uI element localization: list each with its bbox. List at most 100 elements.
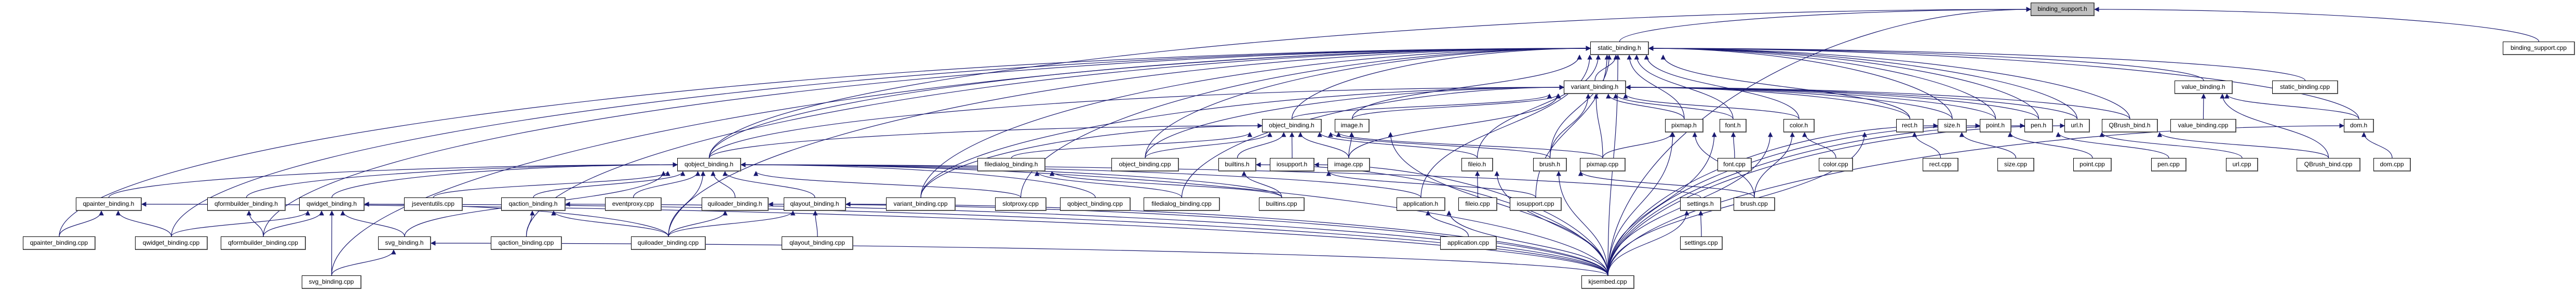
edge-kjsembed-cpp-to-font-h bbox=[1607, 132, 1717, 276]
node-rect-cpp[interactable]: rect.cpp bbox=[1923, 158, 1958, 171]
edge-qbrush-bind-cpp-to-qbrush-bind-h bbox=[2157, 132, 2329, 158]
node-color-cpp[interactable]: color.cpp bbox=[1819, 158, 1853, 171]
node-qformbuilder-binding-cpp[interactable]: qformbuilder_binding.cpp bbox=[221, 236, 306, 250]
node-dom-cpp[interactable]: dom.cpp bbox=[2373, 158, 2411, 171]
edge-qbrush-bind-cpp-to-value-binding-h bbox=[2220, 94, 2329, 158]
edge-rect-h-to-static-binding-h bbox=[1660, 55, 1911, 120]
node-variant-binding-cpp[interactable]: variant_binding.cpp bbox=[886, 197, 956, 211]
node-binding-support-h[interactable]: binding_support.h bbox=[2031, 3, 2095, 16]
node-quiloader-binding-h[interactable]: quiloader_binding.h bbox=[702, 197, 769, 211]
node-application-cpp[interactable]: application.cpp bbox=[1440, 236, 1497, 250]
edge-qaction-binding-h-to-qobject-binding-h bbox=[533, 171, 686, 198]
edge-kjsembed-cpp-to-qobject-binding-h bbox=[741, 162, 1608, 276]
node-brush-h[interactable]: brush.h bbox=[1533, 158, 1567, 171]
edge-slotproxy-cpp-to-qobject-binding-h bbox=[753, 171, 1022, 198]
node-qobject-binding-h[interactable]: qobject_binding.h bbox=[677, 158, 741, 171]
edge-object-binding-cpp-to-static-binding-h bbox=[1145, 46, 1591, 158]
edge-qpainter-binding-h-to-qobject-binding-h bbox=[108, 162, 678, 198]
edge-image-h-to-variant-binding-h bbox=[1351, 94, 1561, 120]
node-fileio-h[interactable]: fileio.h bbox=[1461, 158, 1493, 171]
node-qwidget-binding-h[interactable]: qwidget_binding.h bbox=[299, 197, 365, 211]
node-value-binding-cpp[interactable]: value_binding.cpp bbox=[2170, 119, 2236, 133]
edge-binding-support-cpp-to-binding-support-h bbox=[2094, 7, 2540, 42]
edge-quiloader-binding-cpp-to-static-binding-h bbox=[668, 46, 1591, 237]
edge-kjsembed-cpp-to-brush-h bbox=[1556, 171, 1608, 276]
node-qpainter-binding-cpp[interactable]: qpainter_binding.cpp bbox=[23, 236, 96, 250]
node-settings-cpp[interactable]: settings.cpp bbox=[1680, 236, 1723, 250]
node-font-cpp[interactable]: font.cpp bbox=[1718, 158, 1752, 171]
edge-builtins-cpp-to-filedialog-binding-h bbox=[1049, 171, 1282, 198]
edge-image-cpp-to-object-binding-h bbox=[1298, 132, 1349, 158]
node-quiloader-binding-cpp[interactable]: quiloader_binding.cpp bbox=[631, 236, 706, 250]
node-brush-cpp[interactable]: brush.cpp bbox=[1734, 197, 1775, 211]
node-point-cpp[interactable]: point.cpp bbox=[2073, 158, 2112, 171]
node-jseventutils-cpp[interactable]: jseventutils.cpp bbox=[404, 197, 463, 211]
node-iosupport-h[interactable]: iosupport.h bbox=[1270, 158, 1314, 171]
node-qlayout-binding-h[interactable]: qlayout_binding.h bbox=[784, 197, 846, 211]
node-qpainter-binding-h[interactable]: qpainter_binding.h bbox=[76, 197, 142, 211]
node-filedialog-binding-h[interactable]: filedialog_binding.h bbox=[977, 158, 1045, 171]
node-value-binding-h[interactable]: value_binding.h bbox=[2175, 81, 2233, 94]
edge-pixmap-cpp-to-pixmap-h bbox=[1602, 132, 1675, 158]
edge-pen-h-to-static-binding-h bbox=[1648, 46, 2040, 120]
edge-point-cpp-to-point-h bbox=[2007, 132, 2093, 158]
node-fileio-cpp[interactable]: fileio.cpp bbox=[1458, 197, 1497, 211]
node-binding-support-cpp[interactable]: binding_support.cpp bbox=[2503, 42, 2575, 55]
edge-pixmap-cpp-to-variant-binding-h bbox=[1593, 94, 1603, 158]
edge-kjsembed-cpp-to-qpainter-binding-h bbox=[141, 202, 1608, 276]
node-svg-binding-h[interactable]: svg_binding.h bbox=[378, 236, 431, 250]
edge-qwidget-binding-h-to-qobject-binding-h bbox=[331, 162, 678, 198]
node-pixmap-h[interactable]: pixmap.h bbox=[1665, 119, 1703, 133]
edge-pixmap-h-to-static-binding-h bbox=[1627, 55, 1685, 120]
node-url-h[interactable]: url.h bbox=[2064, 119, 2090, 133]
node-qbrush-bind-h[interactable]: QBrush_bind.h bbox=[2102, 119, 2158, 133]
node-static-binding-cpp[interactable]: static_binding.cpp bbox=[2272, 81, 2338, 94]
node-dom-h[interactable]: dom.h bbox=[2344, 119, 2374, 133]
edge-url-cpp-to-url-h bbox=[2099, 132, 2243, 158]
node-qaction-binding-cpp[interactable]: qaction_binding.cpp bbox=[491, 236, 562, 250]
node-object-binding-cpp[interactable]: object_binding.cpp bbox=[1111, 158, 1179, 171]
edge-pixmap-cpp-to-object-binding-h bbox=[1336, 132, 1603, 158]
node-size-h[interactable]: size.h bbox=[1938, 119, 1967, 133]
edge-svg-binding-h-to-qwidget-binding-h bbox=[340, 210, 405, 237]
node-color-h[interactable]: color.h bbox=[1783, 119, 1815, 133]
node-qformbuilder-binding-h[interactable]: qformbuilder_binding.h bbox=[207, 197, 286, 211]
node-kjsembed-cpp[interactable]: kjsembed.cpp bbox=[1581, 275, 1634, 289]
edge-image-h-to-static-binding-h bbox=[1351, 55, 1582, 120]
node-eventproxy-cpp[interactable]: eventproxy.cpp bbox=[605, 197, 662, 211]
node-object-binding-h[interactable]: object_binding.h bbox=[1262, 119, 1322, 133]
node-url-cpp[interactable]: url.cpp bbox=[2226, 158, 2258, 171]
node-variant-binding-h[interactable]: variant_binding.h bbox=[1564, 81, 1626, 94]
node-image-h[interactable]: image.h bbox=[1335, 119, 1370, 133]
edge-font-cpp-to-font-h bbox=[1730, 132, 1736, 158]
edge-qobject-binding-h-to-object-binding-h bbox=[708, 123, 1263, 158]
node-qlayout-binding-cpp[interactable]: qlayout_binding.cpp bbox=[782, 236, 853, 250]
node-font-h[interactable]: font.h bbox=[1720, 119, 1747, 133]
node-slotproxy-cpp[interactable]: slotproxy.cpp bbox=[995, 197, 1046, 211]
node-builtins-h[interactable]: builtins.h bbox=[1218, 158, 1256, 171]
edge-qbrush-bind-h-to-static-binding-h bbox=[1648, 46, 2130, 120]
node-settings-h[interactable]: settings.h bbox=[1680, 197, 1721, 211]
node-image-cpp[interactable]: image.cpp bbox=[1327, 158, 1370, 171]
node-iosupport-cpp[interactable]: iosupport.cpp bbox=[1510, 197, 1562, 211]
node-qaction-binding-h[interactable]: qaction_binding.h bbox=[501, 197, 566, 211]
node-qbrush-bind-cpp[interactable]: QBrush_bind.cpp bbox=[2297, 158, 2360, 171]
node-application-h[interactable]: application.h bbox=[1397, 197, 1445, 211]
node-point-h[interactable]: point.h bbox=[1980, 119, 2011, 133]
node-svg-binding-cpp[interactable]: svg_binding.cpp bbox=[302, 275, 361, 289]
node-size-cpp[interactable]: size.cpp bbox=[1997, 158, 2034, 171]
edge-qformbuilder-binding-h-to-qobject-binding-h bbox=[246, 162, 678, 198]
node-rect-h[interactable]: rect.h bbox=[1896, 119, 1924, 133]
node-builtins-cpp[interactable]: builtins.cpp bbox=[1259, 197, 1305, 211]
node-qobject-binding-cpp[interactable]: qobject_binding.cpp bbox=[1060, 197, 1131, 211]
node-filedialog-binding-cpp[interactable]: filedialog_binding.cpp bbox=[1144, 197, 1220, 211]
edge-font-h-to-variant-binding-h bbox=[1613, 94, 1734, 120]
edge-filedialog-binding-cpp-to-filedialog-binding-h bbox=[1034, 171, 1183, 198]
edge-settings-h-to-qobject-binding-h bbox=[741, 162, 1701, 198]
edge-brush-cpp-to-brush-h bbox=[1578, 171, 1755, 198]
node-pen-cpp[interactable]: pen.cpp bbox=[2151, 158, 2186, 171]
node-static-binding-h[interactable]: static_binding.h bbox=[1590, 42, 1649, 55]
node-pen-h[interactable]: pen.h bbox=[2024, 119, 2053, 133]
node-pixmap-cpp[interactable]: pixmap.cpp bbox=[1580, 158, 1626, 171]
node-qwidget-binding-cpp[interactable]: qwidget_binding.cpp bbox=[135, 236, 208, 250]
